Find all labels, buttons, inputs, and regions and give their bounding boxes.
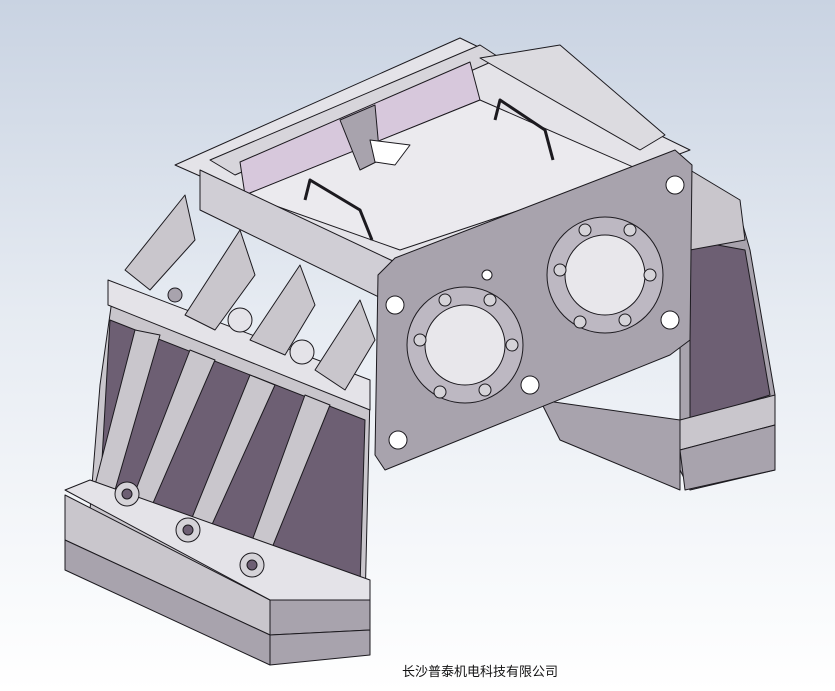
right-support-leg [539,169,776,491]
left-support-leg [64,194,376,666]
front-flange [374,149,693,471]
gearbox-top [174,37,691,301]
company-caption: 长沙普泰机电科技有限公司 [401,665,558,680]
